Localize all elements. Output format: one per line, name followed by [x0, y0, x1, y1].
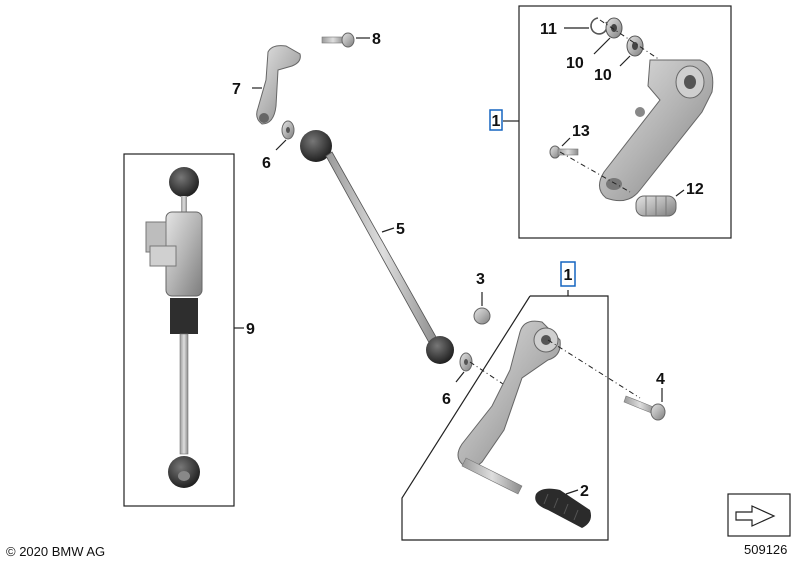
peg-rubber-2-part: [535, 488, 591, 528]
bushing-part-a: [605, 17, 623, 39]
callout-8: 8: [372, 31, 381, 48]
callout-2: 2: [580, 483, 589, 500]
leader-13: [561, 137, 571, 147]
rubber-12-part: [635, 195, 677, 217]
callout-6-top: 6: [262, 155, 271, 172]
callout-10b: 10: [594, 67, 612, 84]
leader-5: [381, 227, 395, 233]
washer-6-top-part: [281, 120, 295, 140]
copyright-text: © 2020 BMW AG: [6, 544, 105, 559]
callout-3: 3: [476, 271, 485, 288]
circlip-part: [590, 17, 608, 35]
axis-line-lower: [469, 361, 513, 391]
washer-3-part: [473, 307, 491, 325]
callout-4: 4: [656, 371, 665, 388]
axis-line-13: [559, 151, 631, 193]
assembly-frame-upper: [518, 5, 732, 239]
shift-sensor-9-part: [145, 167, 203, 488]
bracket-7-part: [256, 45, 301, 125]
callout-5: 5: [396, 221, 405, 238]
callout-11: 11: [540, 21, 557, 38]
diagram-number: 509126: [744, 542, 787, 557]
assembly-frame-lower: [401, 295, 609, 541]
leader-6-bottom: [455, 371, 465, 383]
lever-lower-part: [457, 320, 561, 495]
leader-2: [565, 489, 579, 495]
callout-10a: 10: [566, 55, 584, 72]
callout-13: 13: [572, 123, 590, 140]
reference-box-1-top[interactable]: [489, 109, 503, 131]
callout-6-bottom: 6: [442, 391, 451, 408]
direction-arrow-icon: [727, 493, 791, 537]
bolt-8-part: [321, 32, 355, 48]
callout-1-bottom: 1: [564, 267, 573, 284]
leader-10b: [619, 55, 631, 67]
leader-6-top: [275, 139, 287, 151]
lever-upper-part: [599, 59, 714, 202]
bolt-13-part: [549, 145, 579, 159]
bolt-4-part: [623, 395, 666, 421]
callout-7: 7: [232, 81, 241, 98]
leader-10a: [593, 37, 611, 55]
washer-6-bottom-part: [459, 352, 473, 372]
shift-rod-5-part: [300, 130, 454, 364]
callout-9: 9: [246, 321, 255, 338]
leader-12: [675, 189, 685, 197]
callout-12: 12: [686, 181, 704, 198]
bushing-part-b: [626, 35, 644, 57]
axis-line-4: [547, 339, 641, 399]
callout-1-top: 1: [492, 113, 501, 130]
assembly-frame-left: [123, 153, 235, 507]
reference-box-1-bottom[interactable]: [560, 261, 576, 287]
